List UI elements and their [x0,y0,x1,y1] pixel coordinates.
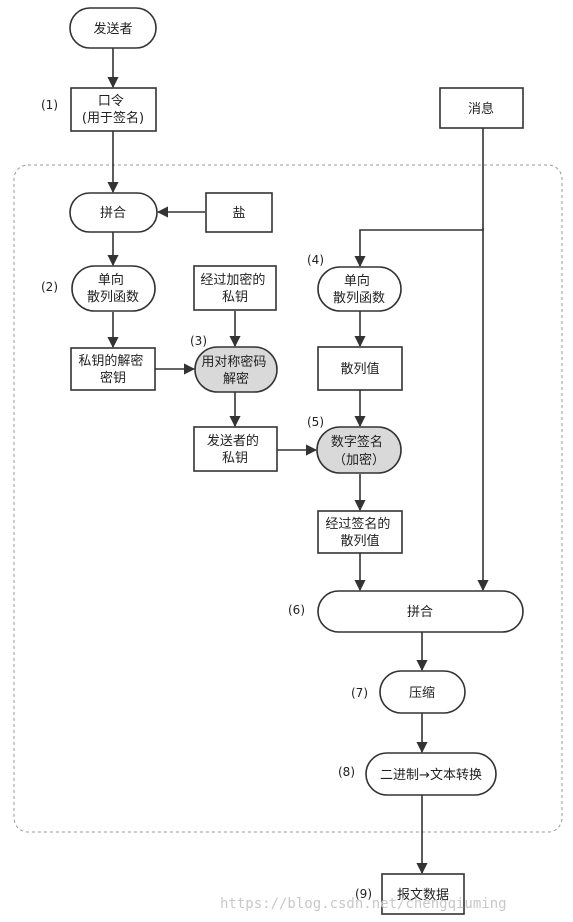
hash-value-node: 散列值 [317,346,403,391]
step-label: (4) [307,253,324,267]
compress-node: 压缩 [379,670,466,714]
message-data-node: 报文数据 [381,873,465,915]
concat1-label-line: 拼合 [100,206,126,221]
step-labels: (1) (2) (3) (4) (5) (6) (7) (8) (9) [41,98,372,901]
step-label: (1) [41,98,58,112]
password-label-line-1: 口令 [98,94,124,109]
salt-label-line: 盐 [232,206,245,221]
message-node: 消息 [439,87,524,129]
step-label: (6) [288,603,305,617]
digital-sign-label: 数字签名 （加密） [331,434,387,468]
hash1-label-line-2: 散列函数 [87,290,139,305]
message-data-label-line: 报文数据 [397,888,449,903]
password-node: 口令 (用于签名) [70,87,157,132]
bin-to-text-label-line: 二进制→文本转换 [380,768,482,783]
compress-label: 压缩 [409,685,435,701]
signed-hash-label-line-1: 经过签名的 [325,516,390,532]
hash2-label-line-1: 单向 [344,273,370,289]
compress-label-line: 压缩 [409,685,435,701]
sender-node: 发送者 [69,7,157,49]
hash-value-label-line: 散列值 [340,361,379,377]
enc-private-key-label-line-2: 私钥 [222,290,248,305]
decrypt-key-label-line-1: 私钥的解密 [78,353,143,369]
hash1-label: 单向 散列函数 [87,272,139,305]
hash2-label-line-2: 散列函数 [333,291,385,306]
step-label: (5) [307,415,324,429]
sender-label: 发送者 [93,21,132,37]
hash-value-label: 散列值 [340,361,379,377]
signed-hash-label-line-2: 散列值 [340,533,379,549]
concat1-label: 拼合 [100,206,126,221]
sender-private-key-label: 发送者的 私钥 [207,433,263,466]
concat2-node: 拼合 [317,590,524,633]
concat1-node: 拼合 [69,192,158,233]
decrypt-key-node: 私钥的解密 密钥 [70,347,156,391]
sender-private-key-node: 发送者的 私钥 [193,426,278,472]
bin-to-text-node: 二进制→文本转换 [365,752,497,796]
sym-decrypt-node: 用对称密码 解密 [194,346,278,393]
signed-hash-node: 经过签名的 散列值 [317,510,403,554]
digital-sign-node: 数字签名 （加密） [316,426,402,474]
concat2-label: 拼合 [407,605,433,620]
dashed-boundary [13,164,563,833]
step-label: (7) [351,686,368,700]
sym-decrypt-label: 用对称密码 解密 [201,354,270,387]
enc-private-key-node: 经过加密的 私钥 [193,265,277,311]
step-label: (3) [190,334,207,348]
sender-private-key-label-line-1: 发送者的 [207,433,259,449]
step-label: (8) [338,765,355,779]
salt-node: 盐 [205,192,273,233]
decrypt-key-label-line-2: 密钥 [100,370,126,386]
password-label-line-2: (用于签名) [82,110,144,126]
sym-decrypt-label-line-2: 解密 [223,371,249,387]
password-label: 口令 (用于签名) [82,94,144,126]
signed-hash-label: 经过签名的 散列值 [325,516,394,549]
hash2-label: 单向 散列函数 [333,273,385,306]
bin-to-text-label: 二进制→文本转换 [380,768,482,783]
hash1-node: 单向 散列函数 [71,265,156,312]
salt-label: 盐 [232,206,245,221]
sender-label-line: 发送者 [93,21,132,37]
message-label: 消息 [468,101,494,117]
sender-private-key-label-line-2: 私钥 [222,451,248,466]
enc-private-key-label: 经过加密的 私钥 [200,272,269,305]
step-label: (2) [41,280,58,294]
decrypt-key-label: 私钥的解密 密钥 [78,353,147,386]
sym-decrypt-label-line-1: 用对称密码 [201,354,266,370]
step-label: (9) [355,887,372,901]
hash1-label-line-1: 单向 [98,272,124,288]
connectors [107,48,489,875]
hash2-node: 单向 散列函数 [317,266,402,312]
digital-sign-label-line-1: 数字签名 [331,434,383,450]
concat2-label-line: 拼合 [407,605,433,620]
watermark: https://blog.csdn.net/chengqiuming [220,896,507,912]
digital-sign-label-line-2: （加密） [333,452,385,468]
enc-private-key-label-line-1: 经过加密的 [200,272,265,288]
arrow-message-to-hash2 [354,128,484,268]
message-label-line: 消息 [468,101,494,117]
message-data-label: 报文数据 [397,888,449,903]
